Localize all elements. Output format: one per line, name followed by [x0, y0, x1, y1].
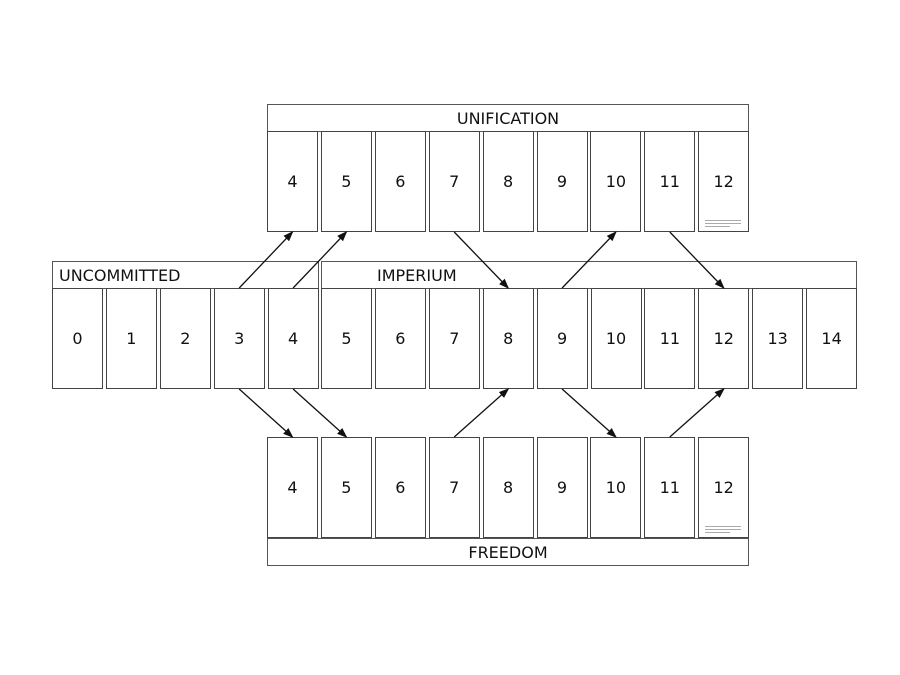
cell-number: 9	[556, 478, 568, 497]
imperium-cell-6: 6	[374, 288, 426, 389]
cell-number: 4	[287, 172, 298, 191]
arrow-uncommitted-3-to-freedom-4	[238, 388, 294, 438]
cell-number: 12	[713, 329, 734, 348]
cell-number: 5	[341, 329, 352, 348]
cell-number: 2	[180, 329, 191, 348]
arrow-uncommitted-4-to-freedom-5	[292, 388, 348, 438]
arrow-imperium-9-to-unification-10	[561, 231, 617, 289]
imperium-label: IMPERIUM	[377, 265, 457, 285]
freedom-cell-8: 8	[482, 437, 534, 538]
fine-print	[705, 524, 742, 533]
imperium-cell-11: 11	[644, 288, 696, 389]
unification-cell-5: 5	[320, 131, 372, 232]
cell-number: 6	[395, 478, 406, 497]
cell-number: 7	[449, 329, 460, 348]
imperium-header: IMPERIUM	[321, 261, 857, 289]
freedom-cell-4: 4	[267, 437, 318, 538]
uncommitted-cell-2: 2	[159, 288, 211, 389]
cell-number: 0	[72, 329, 83, 348]
freedom-cell-7: 7	[428, 437, 480, 538]
cell-number: 5	[341, 172, 352, 191]
cell-number: 14	[821, 329, 842, 348]
imperium-cell-10: 10	[590, 288, 642, 389]
arrow-unification-7-to-imperium-8	[453, 231, 510, 289]
cell-number: 13	[767, 329, 788, 348]
freedom-cell-11: 11	[644, 437, 696, 538]
cell-number: 1	[126, 329, 137, 348]
freedom-cell-9: 9	[536, 437, 588, 538]
freedom-cell-6: 6	[374, 437, 426, 538]
freedom-cell-12: 12	[698, 437, 750, 538]
unification-header: UNIFICATION	[267, 104, 749, 132]
cell-number: 8	[503, 329, 514, 348]
unification-cell-4: 4	[267, 131, 318, 232]
cell-number: 11	[659, 329, 681, 348]
cell-number: 9	[557, 329, 568, 348]
cell-number: 8	[503, 172, 514, 191]
cell-number: 7	[449, 478, 460, 497]
cell-number: 11	[659, 172, 680, 191]
fine-print	[705, 218, 742, 227]
unification-cell-10: 10	[590, 131, 642, 232]
uncommitted-label: UNCOMMITTED	[59, 265, 181, 285]
imperium-cell-13: 13	[752, 288, 804, 389]
arrow-freedom-7-to-imperium-8	[453, 388, 510, 438]
imperium-cell-14: 14	[806, 288, 858, 389]
cell-number: 6	[395, 172, 406, 191]
unification-cell-11: 11	[644, 131, 696, 232]
unification-cell-6: 6	[374, 131, 426, 232]
freedom-label: FREEDOM	[468, 542, 548, 562]
cell-number: 9	[556, 172, 568, 191]
arrow-uncommitted-4-to-unification-5	[292, 231, 348, 289]
cell-number: 8	[503, 478, 514, 497]
imperium-cell-12: 12	[698, 288, 750, 389]
uncommitted-cell-1: 1	[105, 288, 157, 389]
freedom-cell-5: 5	[320, 437, 372, 538]
imperium-cell-7: 7	[428, 288, 480, 389]
imperium-cell-8: 8	[482, 288, 534, 389]
unification-cell-8: 8	[482, 131, 534, 232]
arrow-unification-11-to-imperium-12	[669, 231, 725, 289]
cell-number: 11	[659, 478, 680, 497]
cell-number: 12	[713, 172, 734, 191]
unification-label: UNIFICATION	[456, 108, 560, 128]
unification-cell-7: 7	[428, 131, 480, 232]
cell-number: 10	[605, 172, 627, 191]
cell-number: 4	[288, 329, 299, 348]
arrow-freedom-11-to-imperium-12	[669, 388, 725, 438]
cell-number: 5	[341, 478, 352, 497]
uncommitted-cell-0: 0	[52, 288, 103, 389]
cell-number: 10	[605, 478, 627, 497]
arrow-imperium-9-to-freedom-10	[561, 388, 617, 438]
freedom-header: FREEDOM	[267, 538, 749, 566]
cell-number: 3	[234, 329, 245, 348]
cell-number: 7	[449, 172, 460, 191]
cell-number: 4	[287, 478, 298, 497]
arrow-uncommitted-3-to-unification-4	[238, 231, 294, 289]
cell-number: 10	[605, 329, 627, 348]
unification-cell-12: 12	[698, 131, 750, 232]
uncommitted-cell-4: 4	[267, 288, 319, 389]
imperium-cell-9: 9	[536, 288, 588, 389]
cell-number: 12	[713, 478, 734, 497]
cell-number: 6	[395, 329, 406, 348]
unification-cell-9: 9	[536, 131, 588, 232]
freedom-cell-10: 10	[590, 437, 642, 538]
imperium-cell-5: 5	[321, 288, 372, 389]
uncommitted-cell-3: 3	[213, 288, 265, 389]
